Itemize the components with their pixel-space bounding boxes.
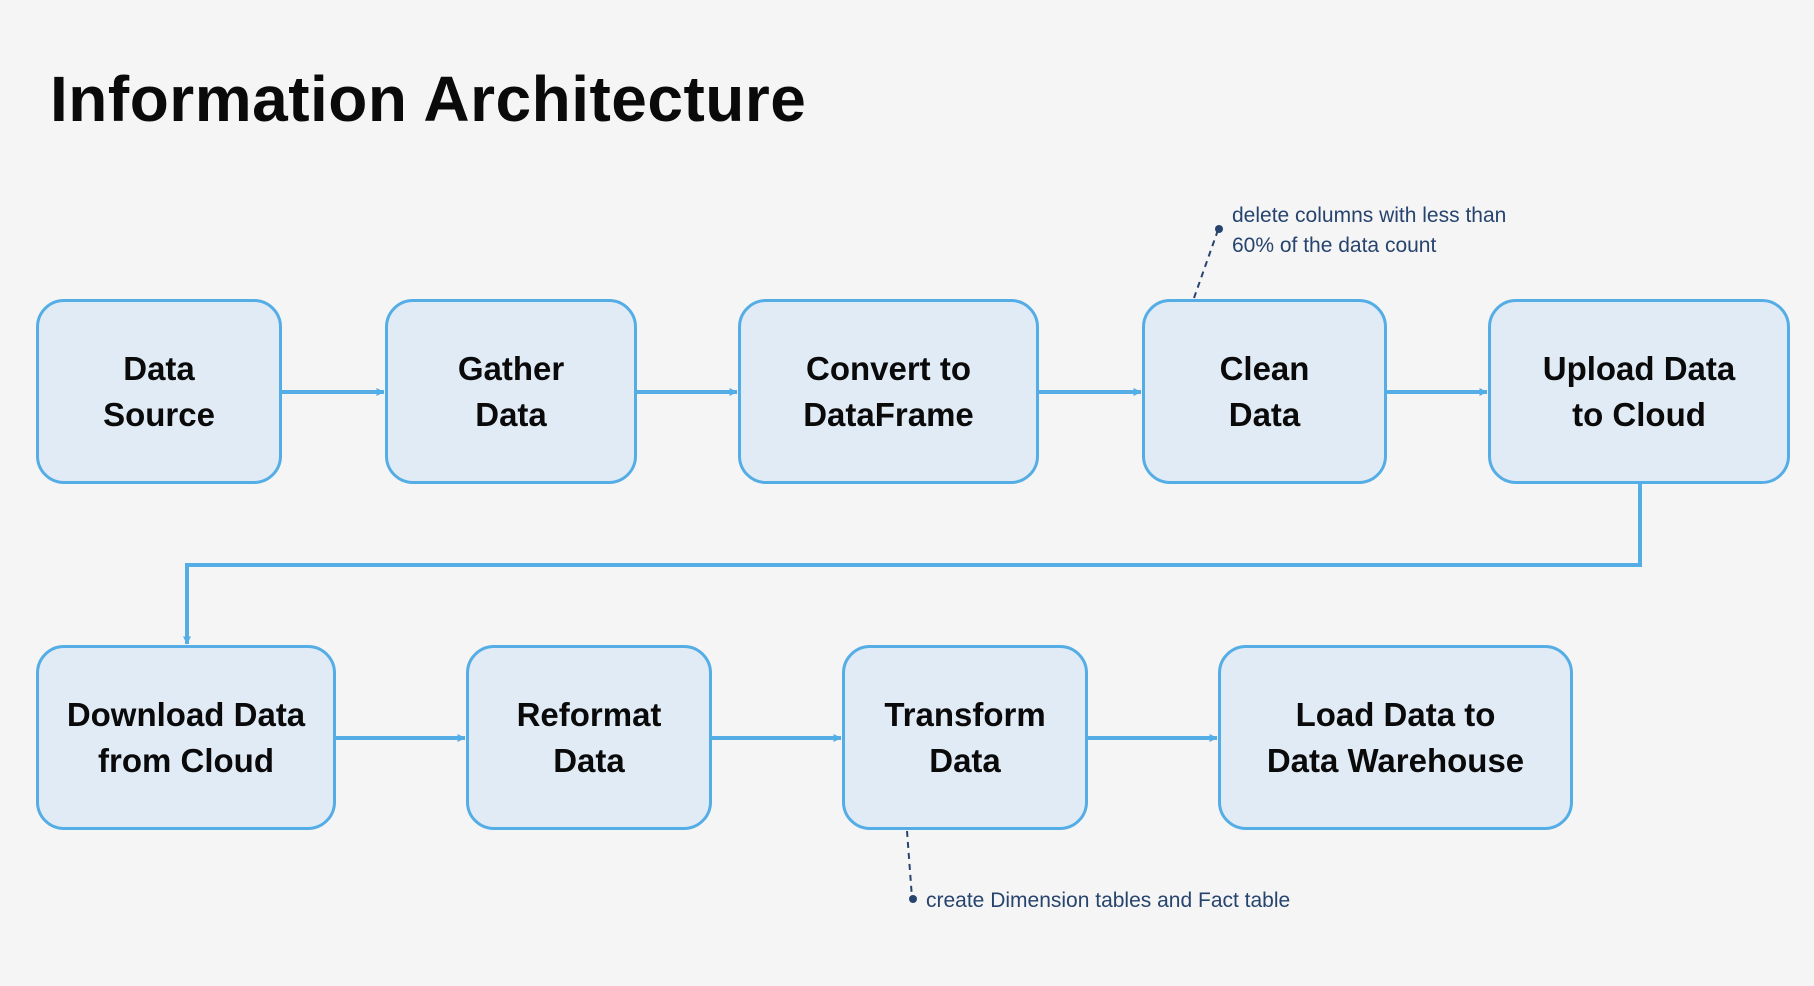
node-label: Convert to DataFrame xyxy=(803,349,974,433)
node-label: Transform Data xyxy=(884,695,1046,779)
node-label: Data Source xyxy=(103,349,215,433)
node-load-data-to-data-warehouse[interactable]: Load Data to Data Warehouse xyxy=(1218,645,1573,830)
node-clean-data[interactable]: Clean Data xyxy=(1142,299,1387,484)
node-label: Clean Data xyxy=(1219,349,1310,433)
node-label: Load Data to Data Warehouse xyxy=(1266,695,1525,779)
annotation-dot-clean-data xyxy=(1215,225,1223,233)
node-label: Reformat Data xyxy=(516,695,662,779)
node-convert-to-dataframe[interactable]: Convert to DataFrame xyxy=(738,299,1039,484)
node-transform-data[interactable]: Transform Data xyxy=(842,645,1088,830)
annotation-note-clean-data: delete columns with less than 60% of the… xyxy=(1232,204,1507,257)
annotation-note-transform-data: create Dimension tables and Fact table xyxy=(926,889,1291,912)
edge-upload-data-to-cloud-to-download-data-from-cloud xyxy=(183,484,1642,645)
page-title: Information Architecture xyxy=(50,63,807,135)
node-data-source[interactable]: Data Source xyxy=(36,299,282,484)
node-reformat-data[interactable]: Reformat Data xyxy=(466,645,712,830)
annotation-dot-transform-data xyxy=(909,895,917,903)
node-label: Upload Data to Cloud xyxy=(1542,349,1736,433)
node-gather-data[interactable]: Gather Data xyxy=(385,299,637,484)
annotation-line-clean-data xyxy=(1193,229,1219,299)
node-label: Download Data from Cloud xyxy=(66,695,306,779)
node-upload-data-to-cloud[interactable]: Upload Data to Cloud xyxy=(1488,299,1790,484)
node-download-data-from-cloud[interactable]: Download Data from Cloud xyxy=(36,645,336,830)
annotation-line-transform-data xyxy=(906,830,913,899)
node-label: Gather Data xyxy=(457,349,565,433)
